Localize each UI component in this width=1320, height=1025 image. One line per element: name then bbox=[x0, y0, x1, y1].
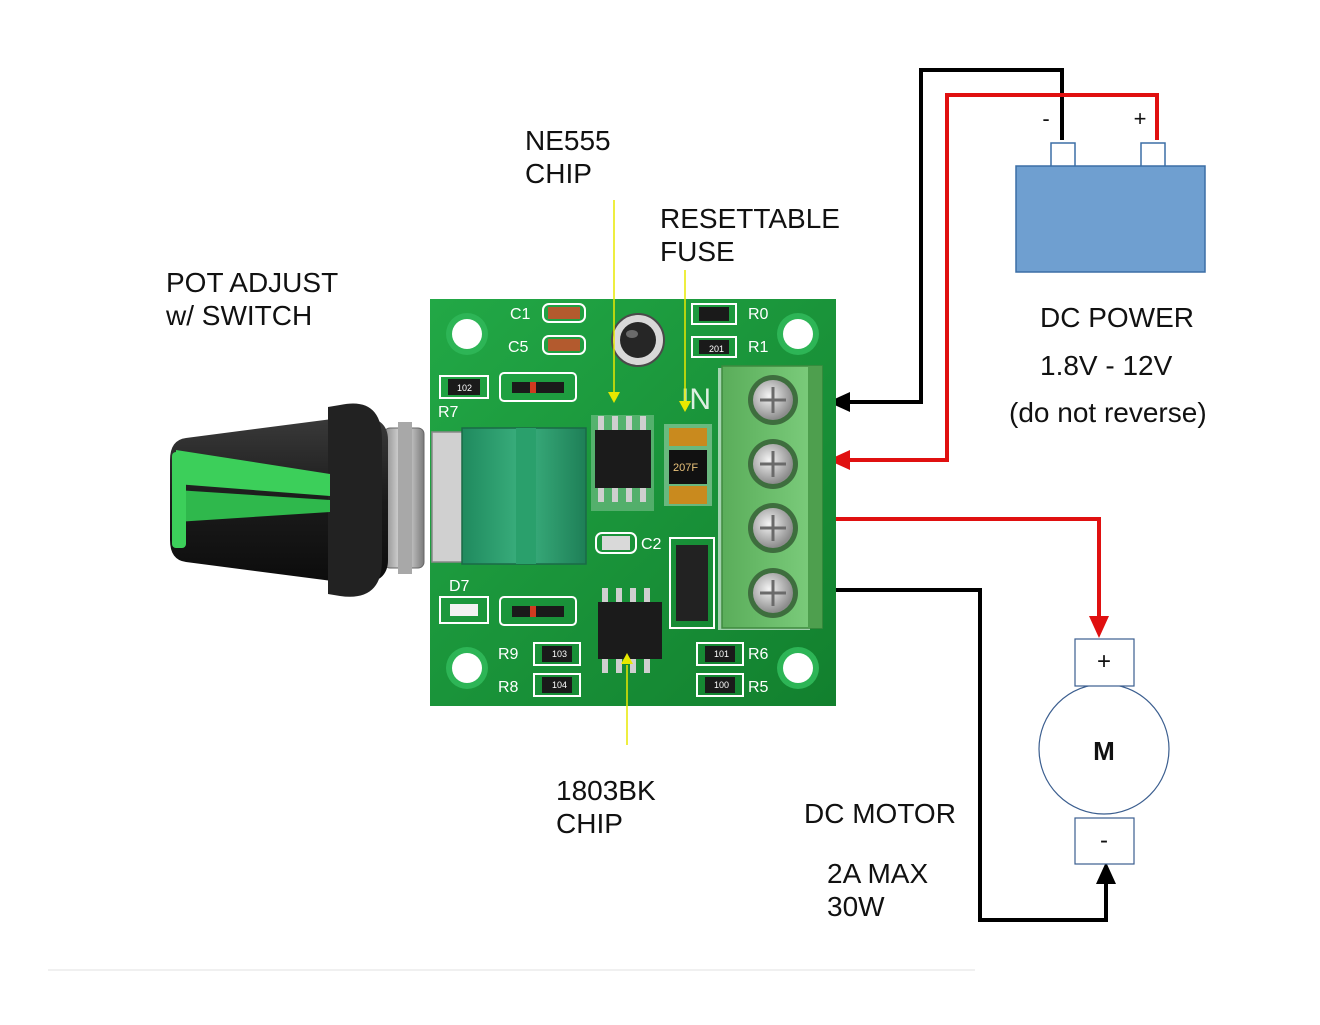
dc-motor-specs: 2A MAX 30W bbox=[827, 857, 928, 923]
silk-c5: C5 bbox=[508, 339, 529, 356]
motor-negative-wire bbox=[828, 588, 1116, 922]
power-negative-arrow bbox=[828, 392, 850, 412]
motor-positive-terminal bbox=[1074, 638, 1135, 687]
1803bk-line1: 1803BK bbox=[556, 775, 656, 806]
dc-power-note: (do not reverse) bbox=[1009, 397, 1207, 428]
ne555-label: NE555 CHIP bbox=[525, 124, 611, 190]
pot-adjust-line2: w/ SWITCH bbox=[166, 300, 313, 331]
fuse-label: RESETTABLE FUSE bbox=[660, 202, 840, 268]
silk-r5: R5 bbox=[748, 679, 769, 696]
1803bk-chip-package bbox=[598, 588, 662, 673]
terminal-block bbox=[718, 365, 823, 630]
motor-plus-sign: + bbox=[1097, 648, 1111, 675]
res-marking-101: 101 bbox=[714, 649, 729, 659]
ne555-line1: NE555 bbox=[525, 125, 611, 156]
res-marking-100: 100 bbox=[714, 680, 729, 690]
potentiometer-body bbox=[431, 427, 587, 565]
res-marking-104: 104 bbox=[552, 680, 567, 690]
power-positive-wire bbox=[828, 93, 1159, 470]
battery: - + bbox=[1015, 106, 1206, 273]
component-markings: 207F 102 201 103 104 101 100 bbox=[457, 344, 729, 690]
silk-r0: R0 bbox=[748, 306, 769, 323]
res-marking-102: 102 bbox=[457, 383, 472, 393]
motor-positive-arrow bbox=[1089, 616, 1109, 638]
motor: M + - bbox=[1038, 638, 1170, 865]
silk-r7: R7 bbox=[438, 404, 459, 421]
silk-c2: C2 bbox=[641, 536, 662, 553]
silk-r9: R9 bbox=[498, 646, 519, 663]
pot-adjust-label: POT ADJUST w/ SWITCH bbox=[166, 266, 338, 332]
silk-in: IN bbox=[681, 383, 711, 416]
battery-plus-sign: + bbox=[1134, 106, 1147, 131]
fuse-code: 207F bbox=[673, 462, 698, 474]
pot-adjust-line1: POT ADJUST bbox=[166, 267, 339, 298]
ne555-chip-package bbox=[591, 415, 654, 511]
battery-positive-terminal bbox=[1140, 142, 1166, 168]
motor-negative-terminal bbox=[1074, 817, 1135, 865]
motor-positive-wire bbox=[828, 517, 1109, 638]
pwm-board: C1 C5 R0 R1 R7 C2 D7 R9 R8 R6 R5 IN 207F… bbox=[430, 299, 836, 706]
dc-motor-power: 30W bbox=[827, 891, 885, 922]
terminal-screws bbox=[748, 375, 798, 618]
silkscreen: C1 C5 R0 R1 R7 C2 D7 R9 R8 R6 R5 IN bbox=[438, 306, 769, 696]
fuse-line2: FUSE bbox=[660, 236, 735, 267]
fuse-line1: RESETTABLE bbox=[660, 203, 840, 234]
dc-motor-current: 2A MAX bbox=[827, 858, 929, 889]
res-marking-103: 103 bbox=[552, 649, 567, 659]
battery-negative-terminal bbox=[1050, 142, 1076, 168]
silk-r8: R8 bbox=[498, 679, 519, 696]
1803bk-label: 1803BK CHIP bbox=[556, 774, 656, 840]
mounting-holes bbox=[446, 313, 819, 689]
motor-negative-arrow bbox=[1096, 862, 1116, 884]
res-marking-201: 201 bbox=[709, 344, 724, 354]
pot-knob bbox=[170, 403, 425, 597]
motor-minus-sign: - bbox=[1100, 827, 1108, 854]
power-positive-arrow bbox=[828, 450, 850, 470]
silk-r1: R1 bbox=[748, 339, 769, 356]
smd-components bbox=[439, 303, 744, 697]
electrolytic-capacitor bbox=[611, 313, 665, 367]
silk-r6: R6 bbox=[748, 646, 769, 663]
dc-power-voltage: 1.8V - 12V bbox=[1040, 350, 1173, 381]
dc-power-title: DC POWER bbox=[1040, 302, 1194, 333]
battery-body bbox=[1015, 165, 1206, 273]
silk-c1: C1 bbox=[510, 306, 531, 323]
battery-minus-sign: - bbox=[1042, 106, 1049, 131]
ne555-line2: CHIP bbox=[525, 158, 592, 189]
pointer-lines bbox=[608, 200, 691, 745]
resettable-fuse-part bbox=[664, 424, 712, 506]
1803bk-line2: CHIP bbox=[556, 808, 623, 839]
motor-symbol: M bbox=[1093, 736, 1115, 766]
dc-motor-title: DC MOTOR bbox=[804, 798, 956, 829]
silk-d7: D7 bbox=[449, 578, 470, 595]
